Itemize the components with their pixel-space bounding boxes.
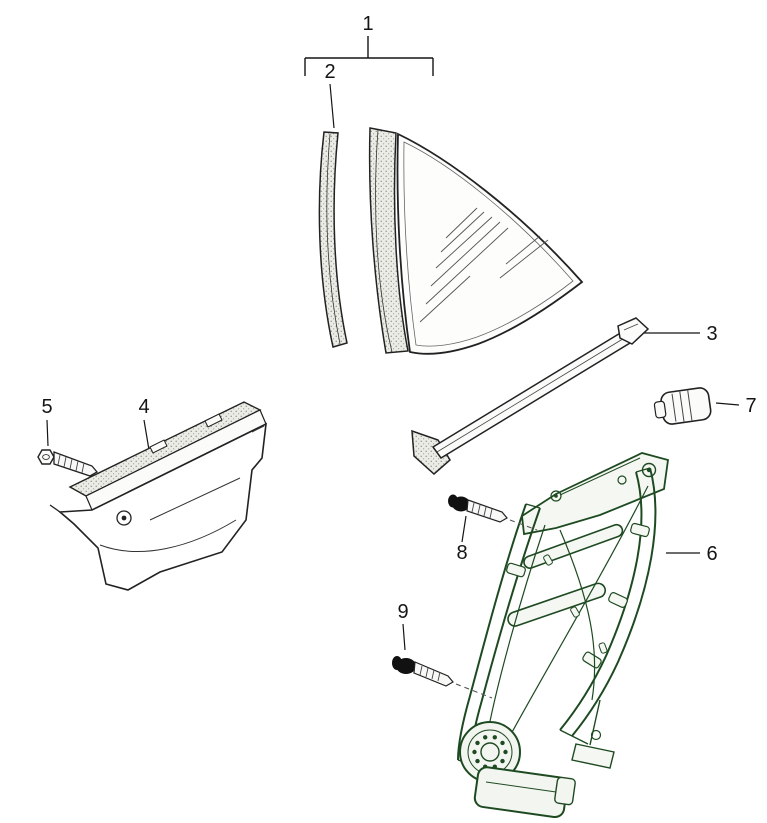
callout-6: 6: [666, 543, 718, 565]
callout-2: 2: [324, 61, 336, 129]
quarter-window-glass: [396, 132, 584, 355]
callout-5-leader: [46, 419, 49, 447]
callout-4: 4: [138, 396, 151, 457]
callout-6-label: 6: [706, 543, 717, 565]
callout-9-label: 9: [397, 601, 408, 623]
callout-7-leader: [715, 402, 740, 406]
callout-8-label: 8: [456, 542, 467, 564]
mounting-bracket: [49, 401, 267, 591]
callout-9: 9: [397, 601, 409, 651]
callout-2-label: 2: [324, 61, 335, 83]
sealing-strip: [318, 131, 348, 348]
callout-7-label: 7: [745, 395, 756, 417]
window-frame-strip: [368, 127, 409, 354]
callout-4-label: 4: [138, 396, 149, 418]
callout-8: 8: [456, 515, 468, 564]
callout-1-leader: [304, 36, 434, 76]
callout-5-label: 5: [41, 396, 52, 418]
screw: [37, 449, 98, 477]
retaining-clip: [653, 387, 712, 425]
callout-2-leader: [329, 83, 335, 129]
callout-3-label: 3: [706, 323, 717, 345]
fastener-8: [448, 494, 538, 531]
callout-7: 7: [715, 395, 757, 417]
callout-9-leader: [402, 623, 406, 651]
callout-1-label: 1: [362, 13, 373, 35]
callout-3: 3: [643, 323, 718, 345]
glass-reflection-hatching: [419, 207, 549, 323]
callout-8-leader: [461, 515, 467, 543]
window-regulator: [457, 452, 669, 819]
callout-5: 5: [41, 396, 53, 447]
fastener-9-dashed-line: [455, 683, 493, 699]
fastener-8-dashed-line: [509, 519, 538, 531]
callout-1: 1: [304, 13, 434, 76]
guide-rail: [411, 317, 650, 476]
fastener-9: [392, 656, 493, 699]
